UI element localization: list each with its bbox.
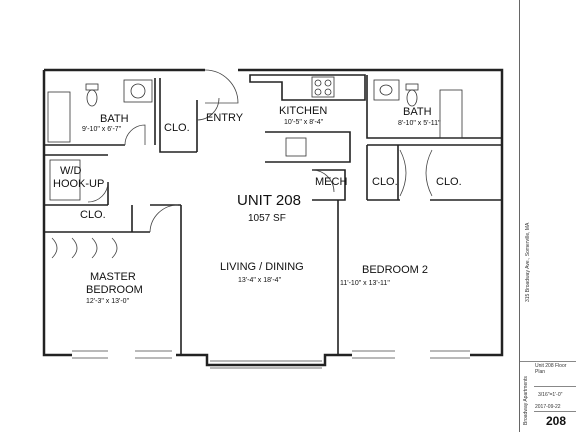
closet-right2-label: CLO. <box>436 176 462 188</box>
bedroom2-label: BEDROOM 2 <box>362 264 429 276</box>
exterior-walls <box>42 68 504 367</box>
wd-label-line1: W/D <box>60 165 82 177</box>
sheet-number: 208 <box>546 414 567 428</box>
windows <box>72 350 470 369</box>
closet-master-label: CLO. <box>80 209 106 221</box>
date-text: 2017-09-22 <box>535 404 561 410</box>
kitchen-dims: 10'-5" x 8'-4" <box>284 119 324 126</box>
living-dims: 13'-4" x 18'-4" <box>238 277 282 284</box>
unit-area: 1057 SF <box>248 213 286 224</box>
master-label-line2: BEDROOM <box>86 284 143 296</box>
title-divider-1 <box>520 361 576 362</box>
project-name: Broadway Apartments <box>523 376 529 425</box>
bath2-label: BATH <box>403 106 432 118</box>
address-text: 315 Broadway Ave., Somerville, MA <box>525 222 531 302</box>
entry-label: ENTRY <box>206 112 244 124</box>
closet-left2-label: CLO. <box>372 176 398 188</box>
unit-title: UNIT 208 <box>237 192 301 209</box>
door-swings <box>51 69 433 259</box>
fixtures <box>47 76 463 201</box>
bedroom2-dims: 11'-10" x 13'-11" <box>340 280 390 287</box>
wd-label-line2: HOOK-UP <box>53 178 105 190</box>
title-divider-3 <box>534 411 576 412</box>
title-divider-2 <box>534 386 576 387</box>
kitchen-label: KITCHEN <box>279 105 328 117</box>
bath2-dims: 8'-10" x 5'-11" <box>398 120 441 127</box>
bath1-label: BATH <box>100 113 129 125</box>
scale-text: 3/16"=1'-0" <box>538 392 563 398</box>
interior-walls <box>44 74 502 355</box>
master-label-line1: MASTER <box>90 271 136 283</box>
title-block: 315 Broadway Ave., Somerville, MA Broadw… <box>519 0 576 432</box>
master-dims: 12'-3" x 13'-0" <box>86 298 130 305</box>
mech-label: MECH <box>315 176 348 188</box>
bath1-dims: 9'-10" x 6'-7" <box>82 126 122 133</box>
living-label: LIVING / DINING <box>220 261 304 273</box>
sheet-title: Unit 208 Floor Plan <box>535 363 567 375</box>
closet-entry-label: CLO. <box>164 122 190 134</box>
